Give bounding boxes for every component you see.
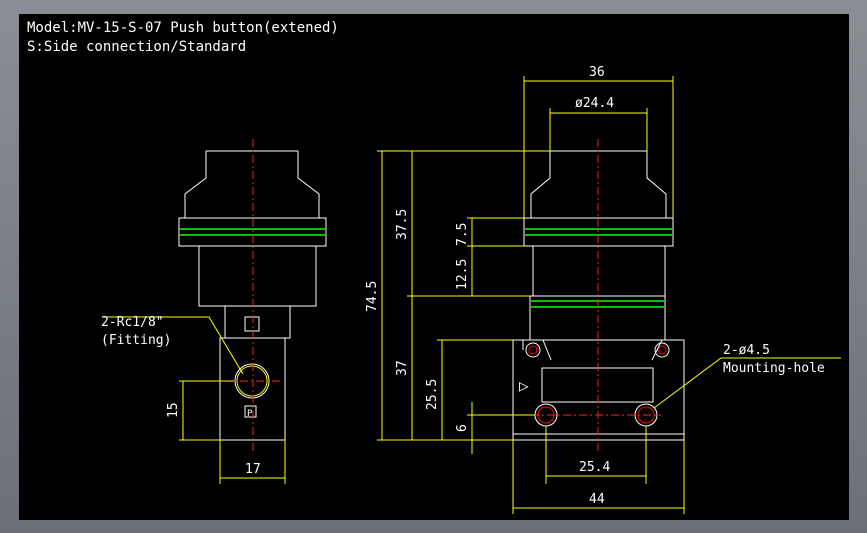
right-arrow-mark: ▷ <box>519 376 529 395</box>
left-port-mark-box <box>244 405 257 418</box>
left-port-sublabel: (Fitting) <box>101 333 171 348</box>
left-port-label: 2-Rc1/8" <box>101 315 164 330</box>
left-stem-pin <box>244 316 260 332</box>
dim-total-height: 74.5 <box>365 281 380 312</box>
dim-hole-pitch: 25.4 <box>579 460 610 475</box>
right-top-hole-right-inner <box>657 345 667 355</box>
hole-label: 2-ø4.5 <box>723 343 770 358</box>
right-upper-body <box>532 245 666 297</box>
dim-upper: 37.5 <box>395 209 410 240</box>
title-line-2: S:Side connection/Standard <box>27 39 246 55</box>
dim-ring: 12.5 <box>455 259 470 290</box>
dim-button-dia: ø24.4 <box>575 96 614 111</box>
left-dim-15: 15 <box>166 402 181 418</box>
left-port-mark: P <box>247 409 253 419</box>
dim-lower: 37 <box>395 360 410 376</box>
dim-hole-offset: 6 <box>455 424 470 432</box>
right-view: ▷ 36 ø24.4 74.5 37.5 37 <box>365 65 841 514</box>
left-port-leader <box>104 316 244 375</box>
right-top-hole-left-inner <box>528 345 538 355</box>
drawing: Model:MV-15-S-07 Push button(extened) S:… <box>27 20 841 514</box>
right-base-chamfers <box>522 339 663 361</box>
right-top-hole-left <box>525 342 541 358</box>
dim-base: 25.5 <box>425 379 440 410</box>
left-stem <box>224 306 291 339</box>
dim-36: 36 <box>589 65 605 80</box>
left-view: P 2-Rc1/8" (Fitting) 15 17 <box>101 139 327 484</box>
hole-leader <box>653 357 841 409</box>
title-line-1: Model:MV-15-S-07 Push button(extened) <box>27 20 339 36</box>
hole-sublabel: Mounting-hole <box>723 361 825 376</box>
cad-canvas[interactable]: Model:MV-15-S-07 Push button(extened) S:… <box>19 14 849 520</box>
dim-base-width: 44 <box>589 492 605 507</box>
left-button-cap <box>184 150 320 219</box>
left-body <box>198 245 317 307</box>
left-dim-17: 17 <box>245 462 261 477</box>
right-top-hole-right <box>654 342 670 358</box>
dim-cap: 7.5 <box>455 223 470 246</box>
